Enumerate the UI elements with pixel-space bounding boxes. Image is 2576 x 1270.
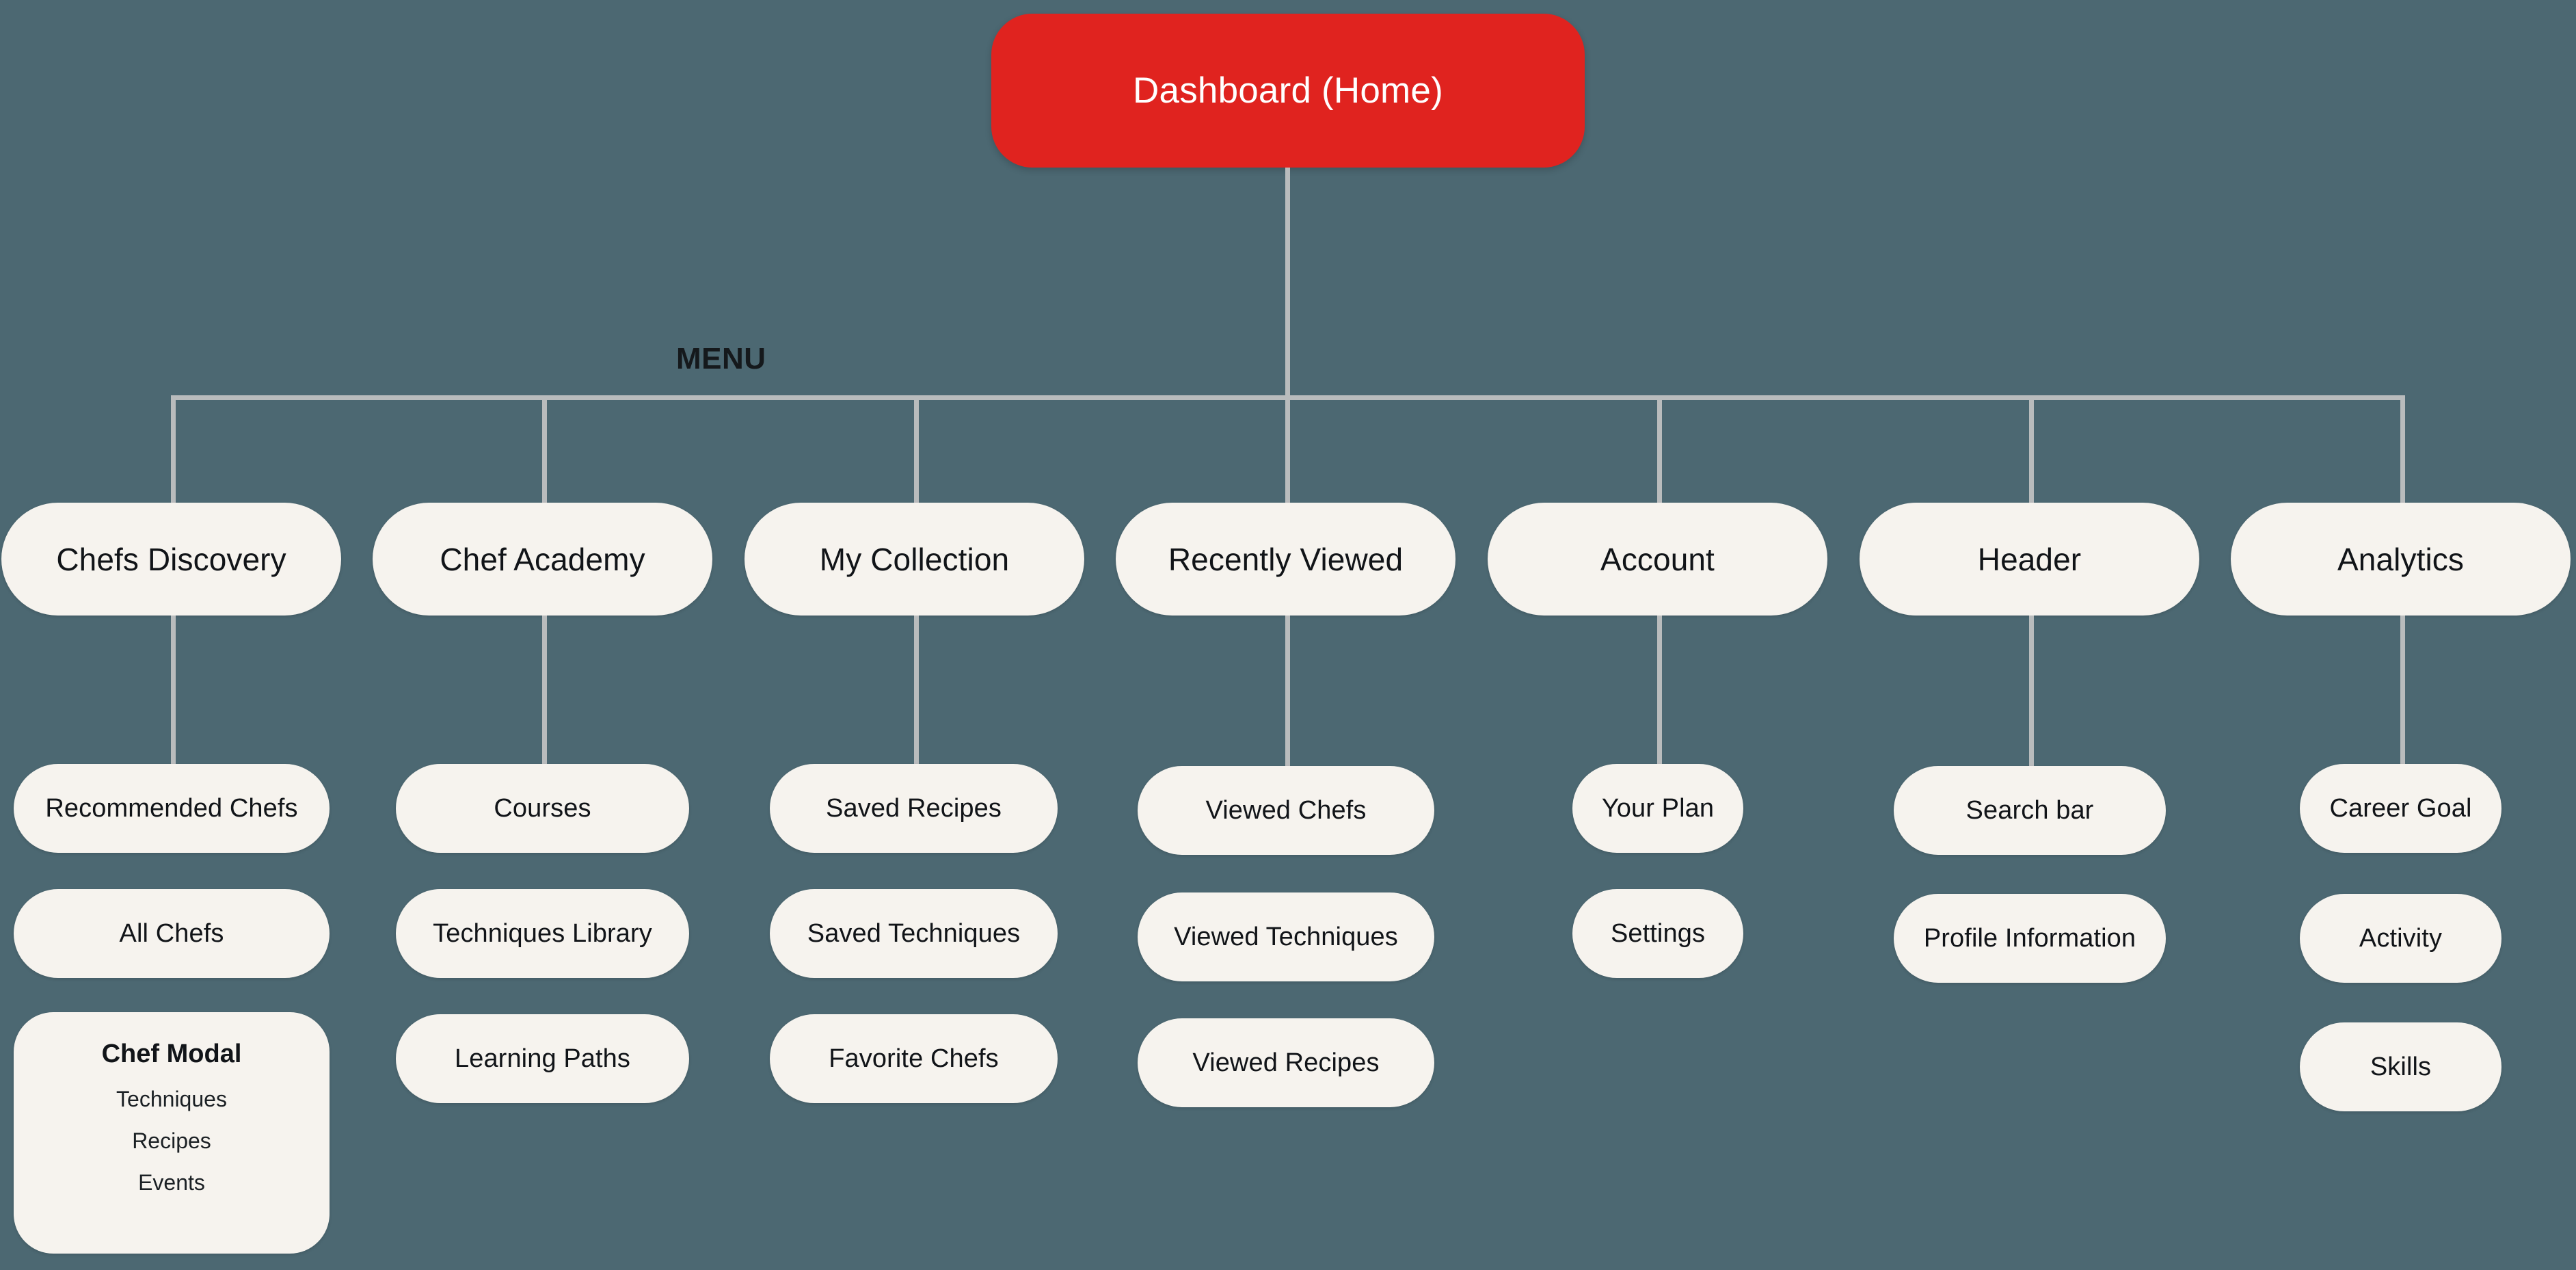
node-header[interactable]: Header — [1860, 503, 2199, 616]
node-label: My Collection — [819, 541, 1010, 577]
card-item-techniques[interactable]: Techniques — [116, 1087, 227, 1111]
node-label: Chefs Discovery — [56, 541, 286, 577]
connector-drop-recently-viewed — [1285, 395, 1290, 503]
node-label: Recently Viewed — [1168, 541, 1404, 577]
node-recommended-chefs[interactable]: Recommended Chefs — [14, 764, 330, 853]
node-courses[interactable]: Courses — [396, 764, 689, 853]
node-viewed-recipes[interactable]: Viewed Recipes — [1138, 1018, 1434, 1107]
node-saved-techniques[interactable]: Saved Techniques — [770, 889, 1058, 978]
node-label: Search bar — [1965, 795, 2094, 825]
node-career-goal[interactable]: Career Goal — [2300, 764, 2501, 853]
node-account[interactable]: Account — [1488, 503, 1827, 616]
connector-drop-my-collection — [914, 395, 919, 503]
connector-stem-account — [1657, 616, 1662, 766]
connector-stem-chef-academy — [542, 616, 547, 766]
node-label: Saved Techniques — [807, 918, 1021, 948]
node-label: All Chefs — [119, 918, 224, 948]
connector-stem-recently-viewed — [1285, 616, 1290, 766]
node-label: Courses — [494, 793, 591, 823]
node-search-bar[interactable]: Search bar — [1894, 766, 2166, 855]
node-label: Favorite Chefs — [829, 1044, 999, 1073]
node-label: Recommended Chefs — [45, 793, 298, 823]
node-label: Header — [1977, 541, 2082, 577]
node-label: Viewed Techniques — [1174, 922, 1398, 951]
node-viewed-chefs[interactable]: Viewed Chefs — [1138, 766, 1434, 855]
node-recently-viewed[interactable]: Recently Viewed — [1116, 503, 1455, 616]
node-chef-academy[interactable]: Chef Academy — [373, 503, 712, 616]
card-chef-modal[interactable]: Chef Modal Techniques Recipes Events — [14, 1012, 330, 1254]
node-label: Chef Academy — [440, 541, 645, 577]
node-label: Account — [1600, 541, 1715, 577]
node-label: Skills — [2370, 1052, 2432, 1081]
node-label: Saved Recipes — [826, 793, 1002, 823]
card-item-recipes[interactable]: Recipes — [132, 1128, 211, 1153]
node-label: Settings — [1610, 918, 1706, 948]
node-your-plan[interactable]: Your Plan — [1572, 764, 1743, 853]
node-label: Analytics — [2337, 541, 2464, 577]
connector-root-stem — [1285, 168, 1290, 400]
node-label: Profile Information — [1923, 923, 2136, 953]
card-title: Chef Modal — [101, 1040, 242, 1068]
connector-drop-chef-academy — [542, 395, 547, 503]
menu-label: MENU — [676, 342, 766, 375]
node-activity[interactable]: Activity — [2300, 894, 2501, 983]
node-settings[interactable]: Settings — [1572, 889, 1743, 978]
node-label: Techniques Library — [433, 918, 652, 948]
node-chefs-discovery[interactable]: Chefs Discovery — [1, 503, 341, 616]
node-label: Career Goal — [2329, 793, 2472, 823]
node-learning-paths[interactable]: Learning Paths — [396, 1014, 689, 1103]
node-analytics[interactable]: Analytics — [2231, 503, 2571, 616]
node-favorite-chefs[interactable]: Favorite Chefs — [770, 1014, 1058, 1103]
node-techniques-library[interactable]: Techniques Library — [396, 889, 689, 978]
connector-drop-chefs-discovery — [171, 395, 176, 503]
card-item-events[interactable]: Events — [138, 1170, 205, 1195]
node-label: Viewed Recipes — [1192, 1048, 1380, 1077]
node-skills[interactable]: Skills — [2300, 1022, 2501, 1111]
node-label: Learning Paths — [454, 1044, 631, 1073]
node-viewed-techniques[interactable]: Viewed Techniques — [1138, 892, 1434, 981]
connector-stem-analytics — [2400, 616, 2405, 766]
connector-stem-my-collection — [914, 616, 919, 766]
node-dashboard-home[interactable]: Dashboard (Home) — [991, 14, 1585, 168]
connector-stem-header — [2029, 616, 2034, 766]
node-label: Dashboard (Home) — [1133, 70, 1443, 111]
connector-stem-chefs-discovery — [171, 616, 176, 766]
connector-drop-header — [2029, 395, 2034, 503]
node-my-collection[interactable]: My Collection — [744, 503, 1084, 616]
node-label: Viewed Chefs — [1205, 795, 1367, 825]
node-saved-recipes[interactable]: Saved Recipes — [770, 764, 1058, 853]
node-label: Activity — [2359, 923, 2443, 953]
node-all-chefs[interactable]: All Chefs — [14, 889, 330, 978]
connector-drop-account — [1657, 395, 1662, 503]
node-profile-information[interactable]: Profile Information — [1894, 894, 2166, 983]
node-label: Your Plan — [1601, 793, 1715, 823]
connector-drop-analytics — [2400, 395, 2405, 503]
